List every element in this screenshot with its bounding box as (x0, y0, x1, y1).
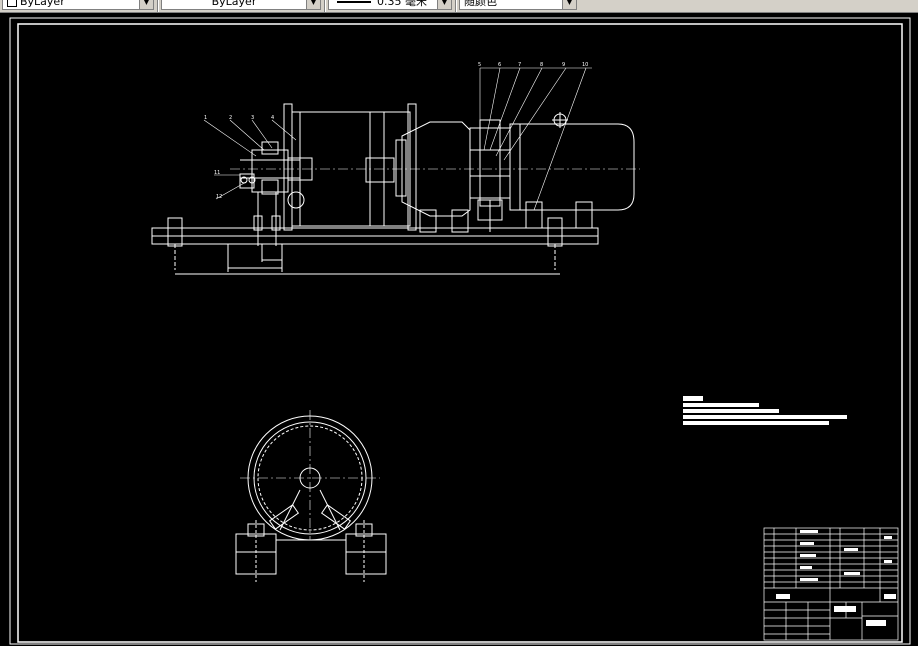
cad-drawing: 1 2 3 4 11 12 5 6 7 8 9 10 (9, 17, 911, 645)
balloon-1: 1 (204, 115, 207, 121)
front-view (151, 103, 640, 275)
part-balloons-left: 1 2 3 4 11 12 (203, 115, 297, 200)
chevron-down-icon[interactable]: ▼ (437, 0, 451, 9)
chevron-down-icon[interactable]: ▼ (306, 0, 320, 9)
drawing-canvas[interactable]: 1 2 3 4 11 12 5 6 7 8 9 10 (0, 13, 918, 646)
balloon-11: 11 (214, 170, 220, 176)
toolbar-separator (455, 0, 457, 12)
toolbar-separator (157, 0, 159, 12)
plotstyle-control-value: 随颜色 (464, 0, 497, 8)
color-swatch-icon (7, 0, 17, 7)
side-view (235, 410, 387, 582)
lineweight-control[interactable]: 0.35 毫米 ▼ (328, 0, 452, 10)
properties-toolbar: ByLayer ▼ ByLayer ▼ 0.35 毫米 ▼ 随颜色 ▼ (0, 0, 918, 13)
title-block (763, 527, 899, 641)
plotstyle-control[interactable]: 随颜色 ▼ (459, 0, 577, 10)
balloon-9: 9 (562, 62, 565, 68)
lineweight-sample-icon (337, 1, 371, 3)
outer-frame (9, 17, 911, 645)
linetype-control-value: ByLayer (211, 0, 257, 8)
coupling (469, 127, 511, 199)
part-balloons-right: 5 6 7 8 9 10 (478, 62, 592, 211)
balloon-6: 6 (498, 62, 501, 68)
balloon-5: 5 (478, 62, 481, 68)
color-control-value: ByLayer (20, 0, 65, 8)
chevron-down-icon[interactable]: ▼ (562, 0, 576, 9)
technical-notes (683, 396, 847, 425)
toolbar-separator (324, 0, 326, 12)
balloon-10: 10 (582, 62, 588, 68)
balloon-3: 3 (251, 115, 254, 121)
balloon-2: 2 (229, 115, 232, 121)
inner-frame (17, 23, 903, 643)
reducer (401, 121, 471, 217)
color-control[interactable]: ByLayer ▼ (2, 0, 154, 10)
balloon-12: 12 (216, 194, 222, 200)
motor (509, 123, 635, 211)
lineweight-control-value: 0.35 毫米 (377, 0, 427, 8)
linetype-control[interactable]: ByLayer ▼ (161, 0, 321, 10)
balloon-7: 7 (518, 62, 521, 68)
chevron-down-icon[interactable]: ▼ (139, 0, 153, 9)
balloon-8: 8 (540, 62, 543, 68)
balloon-4: 4 (271, 115, 274, 121)
